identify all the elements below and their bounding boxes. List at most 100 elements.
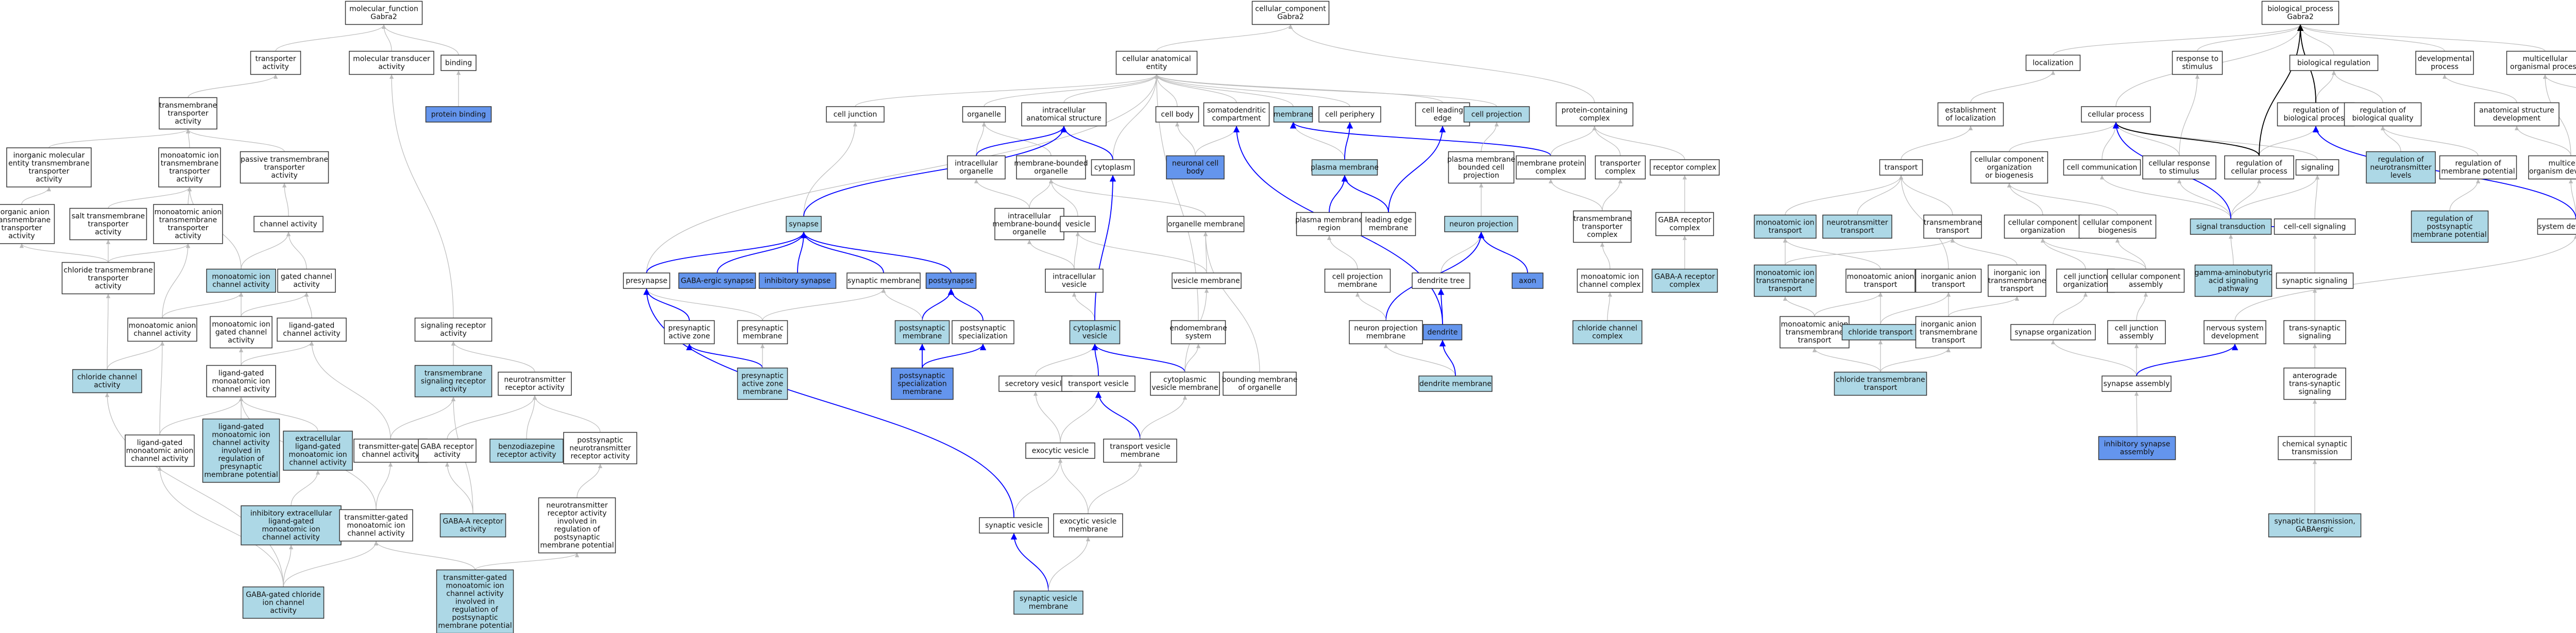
term-node-cell-projection[interactable]: cell projection (1463, 106, 1530, 123)
term-node-chloride-tm[interactable]: chloride transmembranetransporteractivit… (61, 262, 155, 295)
term-node-exocytic-vesicle[interactable]: exocytic vesicle (1025, 442, 1095, 459)
term-node-dendrite-tree[interactable]: dendrite tree (1412, 272, 1470, 289)
term-node-cytoplasm[interactable]: cytoplasm (1091, 159, 1135, 176)
term-node-transport[interactable]: transport (1879, 159, 1923, 176)
term-node-system-development[interactable]: system development (2537, 218, 2576, 235)
term-node-biological-regulation[interactable]: biological regulation (2289, 55, 2379, 71)
term-node-localization[interactable]: localization (2025, 55, 2081, 71)
term-node-gabaergic-synapse[interactable]: GABA-ergic synapse (678, 272, 756, 289)
term-node-cell-junction[interactable]: cell junction (826, 106, 885, 123)
term-node-channel-activity[interactable]: channel activity (253, 216, 324, 232)
term-node-inhib-extracellular-lg[interactable]: inhibitory extracellularligand-gatedmono… (241, 505, 342, 545)
term-node-membrane[interactable]: membrane (1274, 106, 1313, 123)
term-node-monoatomic-anion-tm[interactable]: monoatomic aniontransmembranetransporter… (153, 204, 223, 244)
term-node-cell-cell-signaling[interactable]: cell-cell signaling (2274, 218, 2356, 235)
term-node-binding[interactable]: binding (440, 55, 477, 71)
term-node-plasma-membrane[interactable]: plasma membrane (1311, 159, 1379, 176)
term-node-neuron-projection[interactable]: neuron projection (1444, 216, 1518, 232)
term-node-synapse-organization[interactable]: synapse organization (2010, 324, 2096, 340)
term-node-synaptic-vesicle[interactable]: synaptic vesicle (979, 517, 1049, 534)
term-node-axon[interactable]: axon (1512, 272, 1544, 289)
term-node-presynapse[interactable]: presynapse (623, 272, 670, 289)
term-node-chloride-transport[interactable]: chloride transport (1841, 324, 1920, 340)
term-node-synapse-assembly[interactable]: synapse assembly (2102, 375, 2172, 392)
term-node-dendrite-membrane[interactable]: dendrite membrane (1418, 375, 1493, 392)
term-node-signaling[interactable]: signaling (2295, 159, 2340, 176)
term-node-protein-binding[interactable]: protein binding (425, 106, 492, 123)
term-node-signal-transduction[interactable]: signal transduction (2190, 218, 2272, 235)
term-node-inhibitory-synapse[interactable]: inhibitory synapse (758, 272, 837, 289)
term-node-transport-vesicle[interactable]: transport vesicle (1061, 375, 1136, 392)
